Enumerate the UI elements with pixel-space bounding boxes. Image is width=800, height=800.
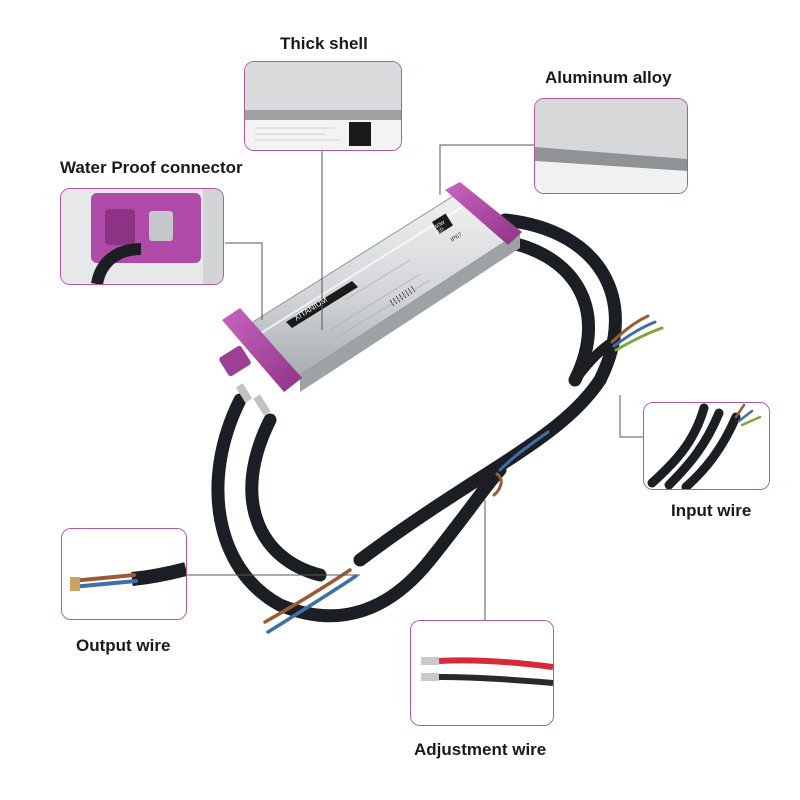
thick-shell-closeup <box>245 62 401 150</box>
input-cable-inner <box>488 233 596 387</box>
output-wire-label: Output wire <box>76 636 171 655</box>
input-wire-closeup <box>644 403 769 489</box>
thick-shell-label: Thick shell <box>280 34 368 53</box>
aluminum-closeup <box>535 99 687 193</box>
input-cable-outer <box>353 213 622 567</box>
end-cap-right <box>445 182 522 245</box>
adjustment-wire-ends <box>492 430 550 497</box>
end-cap-left <box>219 308 302 416</box>
aluminum-alloy-inset <box>534 98 688 194</box>
output-wire-ends <box>263 568 358 634</box>
output-wire-inset <box>61 528 187 620</box>
input-wire-ends <box>610 314 664 352</box>
connector-closeup <box>61 189 223 284</box>
output-wire-closeup <box>62 529 186 619</box>
cable-group <box>211 213 622 623</box>
output-cable <box>211 393 507 623</box>
barcode <box>389 285 416 307</box>
adjustment-wire-label: Adjustment wire <box>414 740 547 759</box>
waterproof-connector-inset <box>60 188 224 285</box>
thick-shell-inset <box>244 61 402 151</box>
waterproof-connector-label: Water Proof connector <box>60 158 243 177</box>
type-badge-text: LED <box>434 226 446 236</box>
ip-rating-text: IP67 <box>450 232 464 244</box>
leader-lines <box>187 144 643 620</box>
power-badge <box>432 213 453 234</box>
input-wire-label: Input wire <box>671 501 752 520</box>
aluminum-alloy-label: Aluminum alloy <box>545 68 672 87</box>
adjust-cable <box>245 413 327 582</box>
adjustment-wire-closeup <box>411 621 553 725</box>
input-wire-inset <box>643 402 770 490</box>
label-print-lines <box>329 259 431 339</box>
adjustment-wire-inset <box>410 620 554 726</box>
